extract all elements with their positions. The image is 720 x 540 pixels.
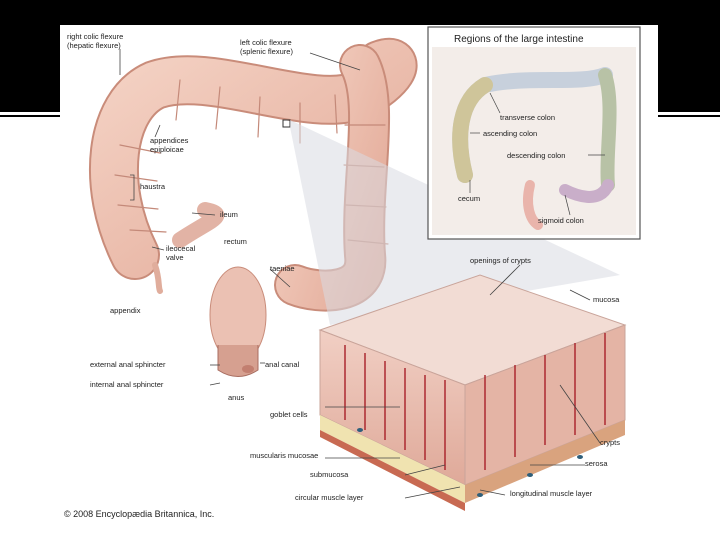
label-internal-anal-sphincter: internal anal sphincter <box>90 381 163 390</box>
label-haustra: haustra <box>140 183 165 192</box>
label-left-colic-flexure: left colic flexure (splenic flexure) <box>240 39 293 56</box>
inset-label-transverse-colon: transverse colon <box>500 113 555 122</box>
label-crypts: crypts <box>600 439 620 448</box>
label-ileocecal-valve: ileocecal valve <box>166 245 195 262</box>
large-intestine-figure: right colic flexure (hepatic flexure) le… <box>60 25 658 525</box>
label-anus: anus <box>228 394 244 403</box>
label-submucosa: submucosa <box>310 471 348 480</box>
label-appendices-epiploicae: appendices epiploicae <box>150 137 188 154</box>
label-muscularis-mucosae: muscularis mucosae <box>250 452 318 461</box>
label-circular-muscle-layer: circular muscle layer <box>295 494 363 503</box>
label-serosa: serosa <box>585 460 608 469</box>
intestine-illustration <box>60 25 658 525</box>
copyright-notice: © 2008 Encyclopædia Britannica, Inc. <box>64 509 214 519</box>
label-openings-of-crypts: openings of crypts <box>470 257 531 266</box>
label-anal-canal: anal canal <box>265 361 299 370</box>
label-taeniae: taeniae <box>270 265 295 274</box>
label-ileum: ileum <box>220 211 238 220</box>
label-longitudinal-muscle-layer: longitudinal muscle layer <box>510 490 592 499</box>
label-goblet-cells: goblet cells <box>270 411 308 420</box>
inset-title: Regions of the large intestine <box>454 34 584 45</box>
inset-label-cecum: cecum <box>458 194 480 203</box>
inset-label-descending-colon: descending colon <box>507 151 565 160</box>
label-mucosa: mucosa <box>593 296 619 305</box>
inset-label-ascending-colon: ascending colon <box>483 129 537 138</box>
label-appendix: appendix <box>110 307 140 316</box>
label-right-colic-flexure: right colic flexure (hepatic flexure) <box>67 33 123 50</box>
label-rectum: rectum <box>224 238 247 247</box>
inset-label-sigmoid-colon: sigmoid colon <box>538 216 584 225</box>
label-external-anal-sphincter: external anal sphincter <box>90 361 165 370</box>
